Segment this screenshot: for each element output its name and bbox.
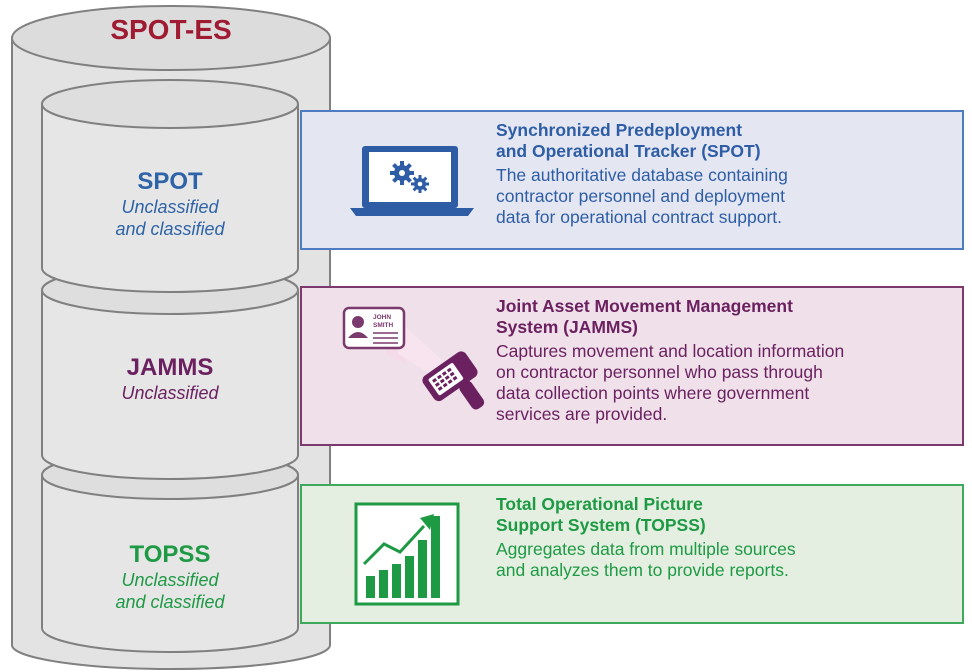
jamms-desc-line-3: data collection points where government <box>496 383 810 403</box>
topss-title-line-2: Support System (TOPSS) <box>496 515 706 535</box>
spot-desc-line-3: data for operational contract support. <box>496 207 783 227</box>
topss-desc-line-1: Aggregates data from multiple sources <box>496 539 796 559</box>
spot-desc-line-1: The authoritative database containing <box>496 165 788 185</box>
laptop-gears-icon <box>350 146 474 216</box>
jamms-panel-text: Joint Asset Movement Management System (… <box>496 296 952 425</box>
spot-classification-line-1: Unclassified <box>121 197 219 217</box>
jamms-title-line-2: System (JAMMS) <box>496 317 638 337</box>
jamms-panel-title: Joint Asset Movement Management System (… <box>496 296 952 338</box>
spot-cylinder <box>41 79 299 293</box>
jamms-title-line-1: Joint Asset Movement Management <box>496 296 793 316</box>
card-name-line-1: JOHN <box>373 314 391 321</box>
spot-title-line-2: and Operational Tracker (SPOT) <box>496 141 761 161</box>
topss-panel-text: Total Operational Picture Support System… <box>496 494 952 581</box>
spot-cylinder-label: SPOT Unclassified and classified <box>42 168 298 240</box>
diagram-title: SPOT-ES <box>110 14 232 45</box>
spot-desc-line-2: contractor personnel and deployment <box>496 186 785 206</box>
spot-panel-description: The authoritative database containing co… <box>496 165 952 228</box>
topss-panel-title: Total Operational Picture Support System… <box>496 494 952 536</box>
growth-bar-chart-icon <box>354 502 460 606</box>
topss-desc-line-2: and analyzes them to provide reports. <box>496 560 789 580</box>
card-name-line-2: SMITH <box>373 322 394 329</box>
spot-classification-line-2: and classified <box>115 219 225 239</box>
topss-panel-description: Aggregates data from multiple sources an… <box>496 539 952 581</box>
topss-classification-line-1: Unclassified <box>121 570 219 590</box>
topss-name: TOPSS <box>129 541 211 568</box>
topss-title-line-1: Total Operational Picture <box>496 494 703 514</box>
spot-description-panel: Synchronized Predeployment and Operation… <box>300 110 964 250</box>
jamms-description-panel: JOHN SMITH Joint Asset Movement Manageme… <box>300 286 964 446</box>
topss-description-panel: Total Operational Picture Support System… <box>300 484 964 624</box>
spot-title-line-1: Synchronized Predeployment <box>496 120 743 140</box>
spot-panel-text: Synchronized Predeployment and Operation… <box>496 120 952 228</box>
spot-name: SPOT <box>137 168 203 195</box>
topss-cylinder-label: TOPSS Unclassified and classified <box>42 541 298 613</box>
jamms-cylinder-label: JAMMS Unclassified <box>42 354 298 404</box>
jamms-classification: Unclassified <box>121 383 219 403</box>
jamms-desc-line-1: Captures movement and location informati… <box>496 341 845 361</box>
jamms-desc-line-2: on contractor personnel who pass through <box>496 362 823 382</box>
jamms-panel-description: Captures movement and location informati… <box>496 341 952 425</box>
id-card-scanner-icon: JOHN SMITH <box>342 306 485 410</box>
spot-panel-title: Synchronized Predeployment and Operation… <box>496 120 952 162</box>
jamms-desc-line-4: services are provided. <box>496 404 668 424</box>
topss-classification-line-2: and classified <box>115 592 225 612</box>
jamms-name: JAMMS <box>126 354 214 381</box>
